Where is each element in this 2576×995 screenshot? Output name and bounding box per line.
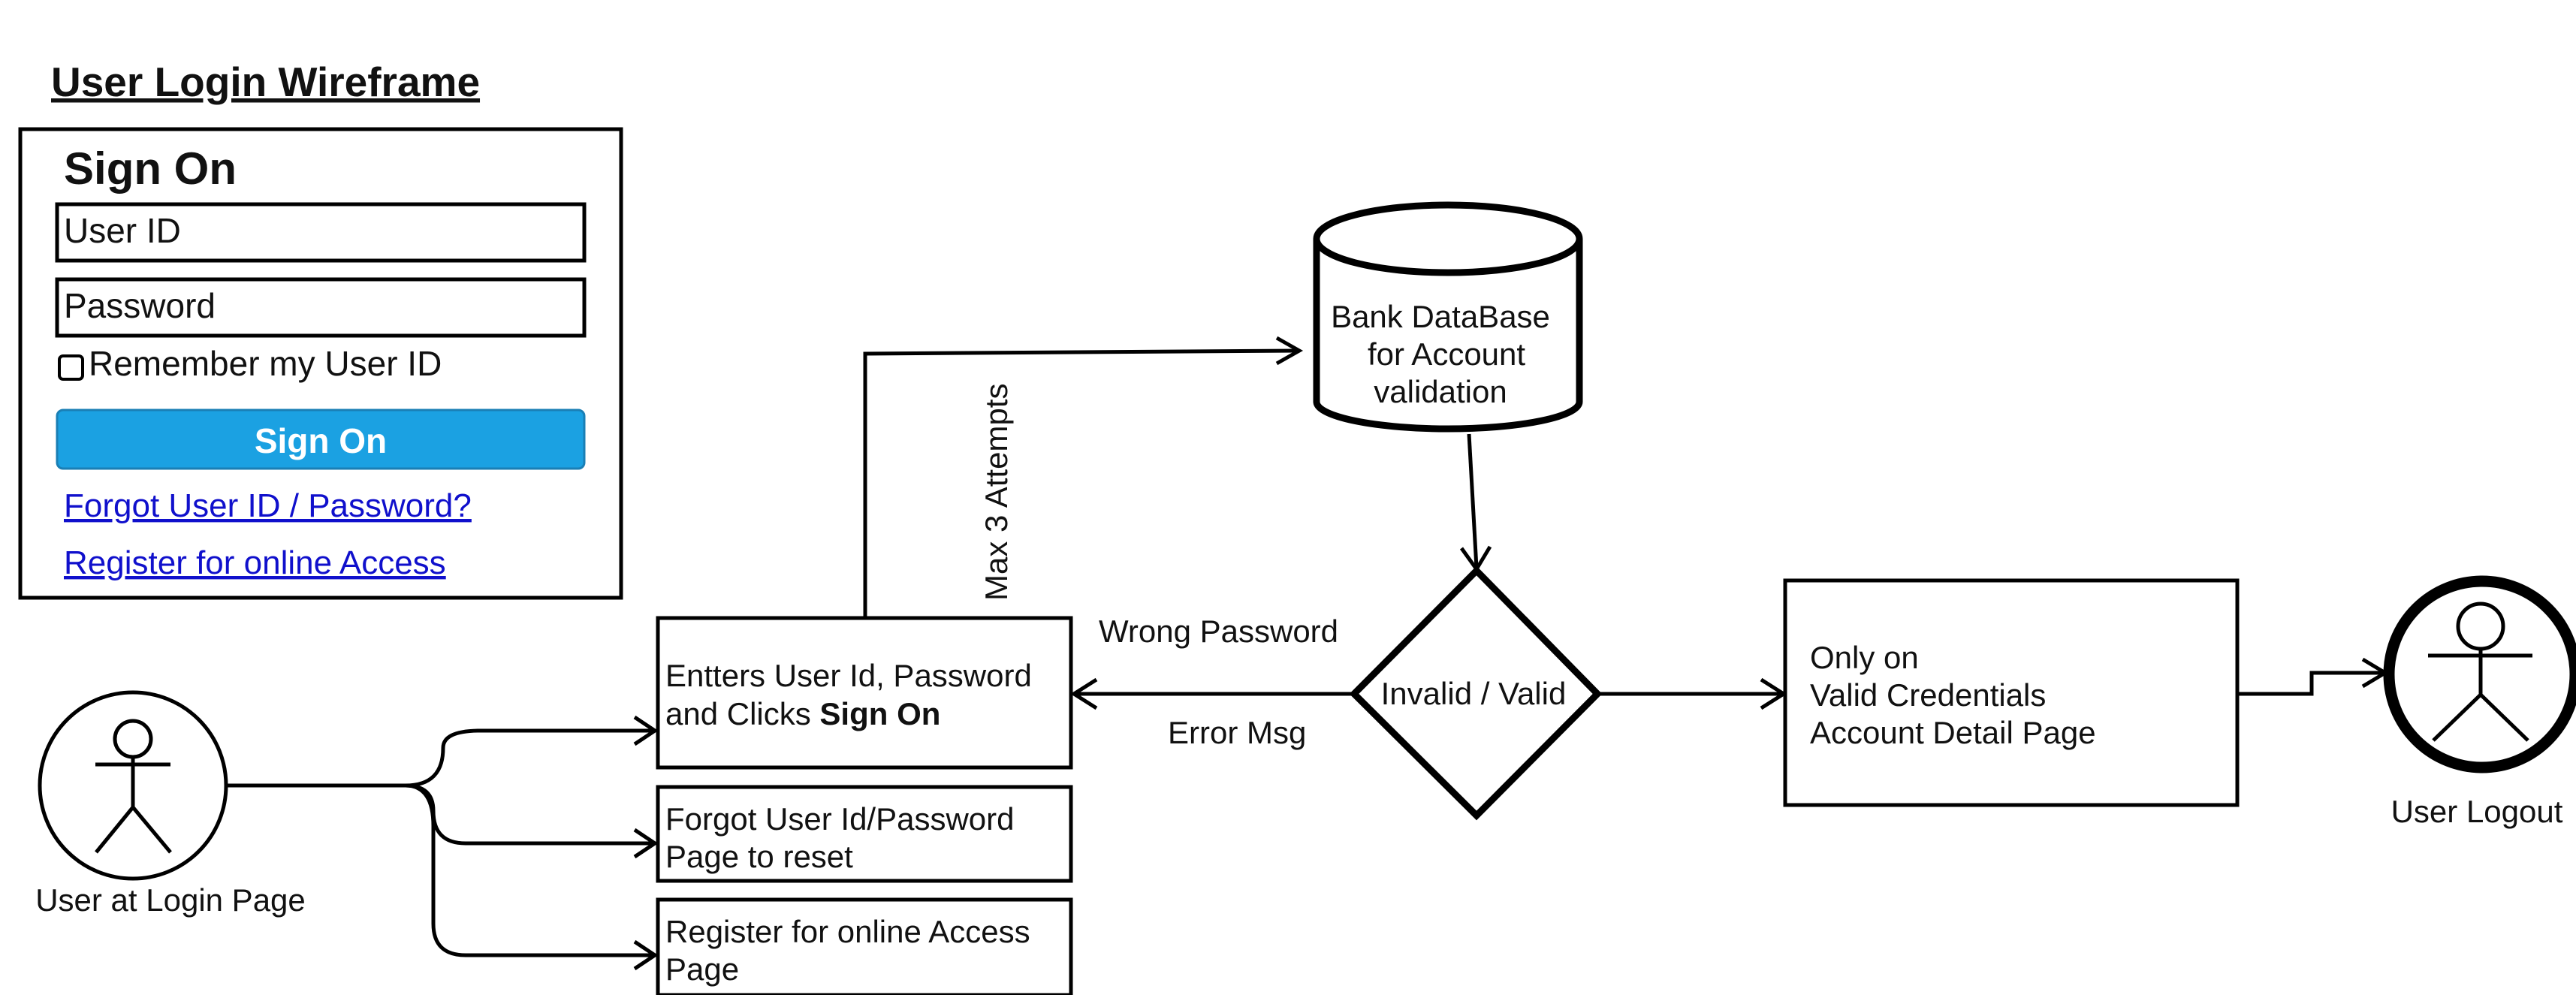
valid-arrow: [1597, 677, 1787, 710]
attempts-connector: [863, 336, 1304, 618]
wireframe-title: User Login Wireframe: [51, 59, 480, 105]
max-attempts-label: Max 3 Attempts: [979, 384, 1014, 601]
user-id-field[interactable]: [55, 202, 587, 263]
register-online-link[interactable]: Register for online Access: [64, 544, 446, 581]
actor-branch-connectors: [226, 715, 659, 971]
user-actor-icon: [38, 690, 228, 881]
enter-credentials-box: [656, 616, 1073, 770]
password-field[interactable]: [55, 277, 587, 338]
account-box-line3: Account Detail Page: [1810, 715, 2096, 750]
bank-database-icon: [1313, 201, 1583, 433]
enter-box-line2: and Clicks Sign On: [665, 696, 940, 731]
database-line1: Bank DataBase: [1331, 299, 1550, 334]
database-line3: validation: [1374, 374, 1507, 409]
user-id-placeholder: User ID: [64, 211, 181, 250]
database-to-decision-arrow: [1459, 433, 1492, 573]
enter-box-line2-prefix: and Clicks: [665, 696, 819, 731]
database-line2: for Account: [1368, 336, 1525, 372]
account-box-line2: Valid Credentials: [1810, 677, 2046, 713]
user-logout-label: User Logout: [2391, 794, 2563, 829]
forgot-credentials-box: [656, 785, 1073, 883]
user-at-login-label: User at Login Page: [35, 882, 306, 918]
forgot-credentials-link[interactable]: Forgot User ID / Password?: [64, 487, 472, 524]
error-msg-label: Error Msg: [1168, 715, 1306, 750]
account-detail-box: [1783, 578, 2240, 807]
logout-actor-icon: [2383, 575, 2576, 773]
logout-arrow: [2237, 657, 2389, 696]
enter-box-line2-bold: Sign On: [819, 696, 940, 731]
enter-box-line1: Entters User Id, Password: [665, 658, 1032, 693]
decision-label: Invalid / Valid: [1381, 676, 1567, 711]
error-return-arrow: [1070, 677, 1354, 710]
forgot-box-line2: Page to reset: [665, 839, 853, 874]
forgot-box-line1: Forgot User Id/Password: [665, 801, 1015, 837]
validation-decision-diamond: [1349, 565, 1603, 821]
register-box-line2: Page: [665, 951, 739, 987]
account-box-line1: Only on: [1810, 640, 1919, 675]
register-access-box: [656, 897, 1073, 995]
register-box-line1: Register for online Access: [665, 914, 1030, 949]
wrong-password-label: Wrong Password: [1099, 614, 1338, 649]
sign-on-button-label: Sign On: [255, 421, 387, 460]
sign-on-button[interactable]: [56, 409, 586, 470]
remember-checkbox[interactable]: [58, 354, 84, 381]
remember-label: Remember my User ID: [89, 344, 442, 383]
sign-on-heading: Sign On: [64, 143, 237, 194]
password-placeholder: Password: [64, 286, 216, 325]
